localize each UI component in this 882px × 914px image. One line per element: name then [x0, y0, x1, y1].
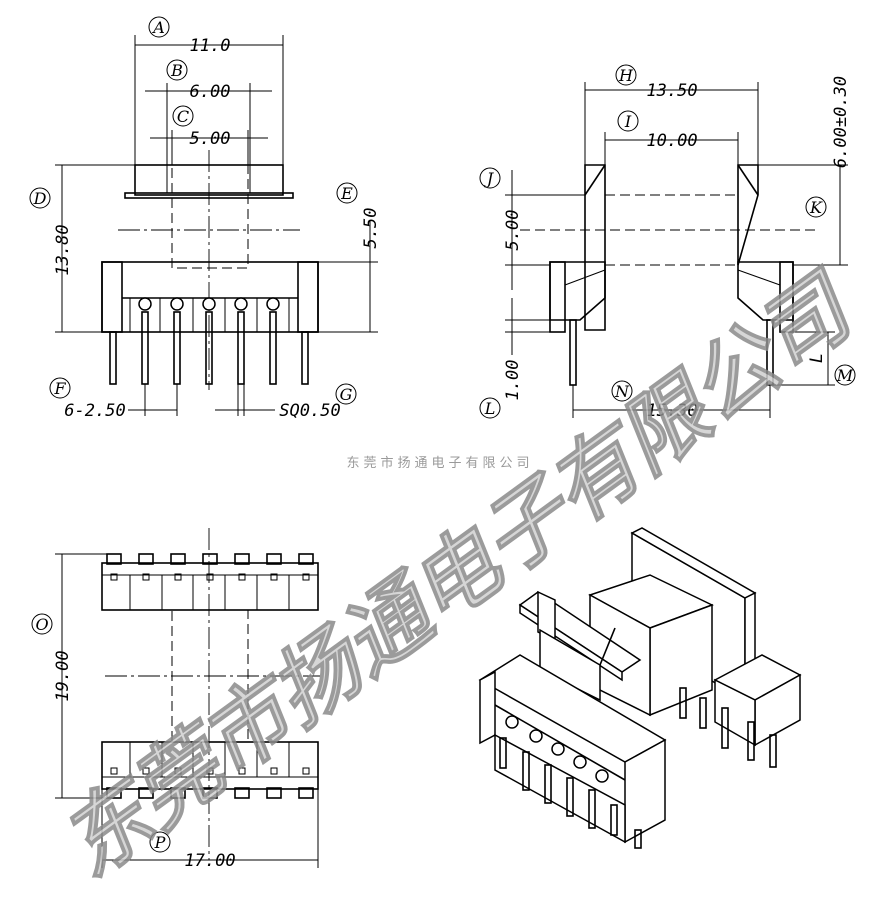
label-D: D	[33, 189, 47, 208]
dim-a: 11.0	[190, 36, 231, 56]
dim-o: 19.00	[53, 650, 73, 701]
label-B: B	[170, 61, 183, 80]
dim-g: SQ0.50	[279, 401, 340, 421]
bottom-view: O 19.00 P 17.00	[31, 528, 320, 871]
label-H: H	[618, 66, 634, 85]
dim-b: 6.00	[190, 82, 231, 102]
side-view: H 13.50 I 10.00 J 5.00 K 6.00±0.30 L 1.0…	[479, 64, 856, 421]
label-M: M	[836, 366, 854, 385]
front-terminals	[505, 715, 609, 783]
dim-j: 5.00	[503, 210, 523, 251]
label-O: O	[35, 615, 48, 634]
label-K: K	[809, 198, 823, 217]
label-C: C	[177, 107, 189, 126]
dim-l: 1.00	[503, 360, 523, 401]
top-row-pins	[106, 553, 314, 610]
label-A: A	[151, 18, 165, 37]
isometric-view	[478, 527, 802, 849]
dim-n: 15.30	[646, 401, 697, 421]
dim-f: 6-2.50	[64, 401, 125, 421]
label-L: L	[484, 399, 496, 418]
front-view: A 11.0 B 6.00 C 5.00 D 13.80 E 5.50	[29, 16, 381, 421]
pin-slots	[129, 297, 290, 332]
watermark-diagonal: 东莞市扬通电子有限公司	[44, 255, 875, 897]
dim-i: 10.00	[646, 131, 697, 151]
dim-k: 6.00±0.30	[831, 76, 851, 168]
dim-d: 13.80	[53, 224, 73, 275]
pins	[109, 311, 309, 385]
label-J: J	[484, 169, 495, 188]
label-G: G	[340, 385, 353, 404]
label-P: P	[154, 833, 166, 852]
label-N: N	[614, 382, 630, 401]
watermark-center: 东莞市扬通电子有限公司	[346, 455, 533, 471]
label-F: F	[53, 379, 66, 398]
label-I: I	[624, 112, 632, 131]
dim-c: 5.00	[190, 129, 231, 149]
dim-m: L	[807, 353, 827, 363]
bottom-row-pins	[106, 742, 314, 799]
dim-p: 17.00	[184, 851, 235, 871]
dim-e: 5.50	[361, 208, 381, 249]
dim-h: 13.50	[646, 81, 697, 101]
label-E: E	[340, 184, 353, 203]
